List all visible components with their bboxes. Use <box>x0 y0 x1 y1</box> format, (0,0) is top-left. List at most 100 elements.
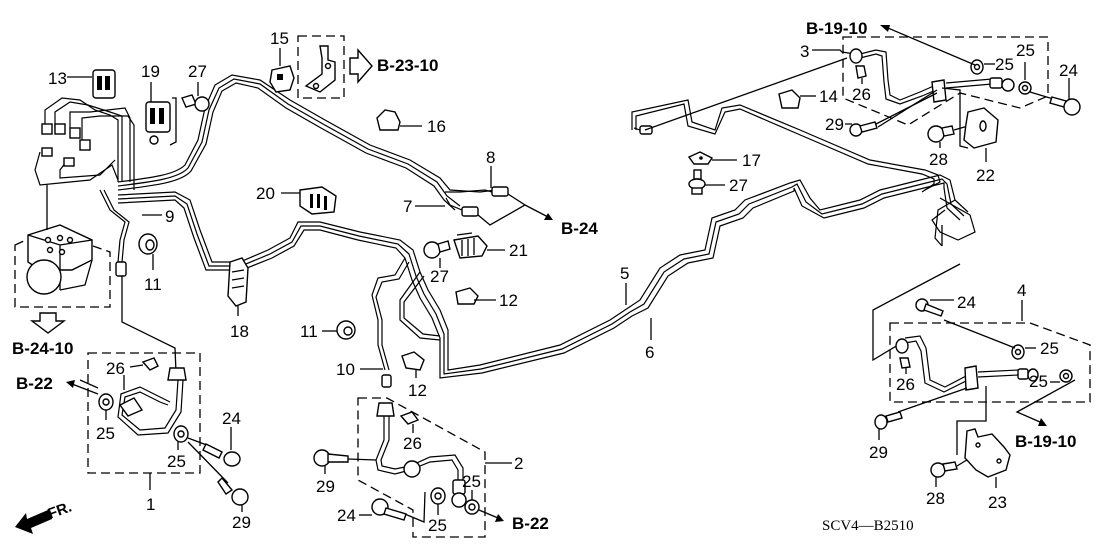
part-27-right-bolt-icon <box>688 169 725 195</box>
callout-19[interactable]: 19 <box>141 62 160 81</box>
callout-25-center-b[interactable]: 25 <box>428 516 447 535</box>
ref-b-22-center[interactable]: B-22 <box>512 514 549 533</box>
callout-9[interactable]: 9 <box>165 207 174 226</box>
part-29-left-bolt-icon <box>217 476 249 512</box>
callout-3[interactable]: 3 <box>800 42 809 61</box>
callout-26-top-right[interactable]: 26 <box>852 85 871 104</box>
callout-7[interactable]: 7 <box>403 197 412 216</box>
callout-25-right-a[interactable]: 25 <box>1040 339 1059 358</box>
callout-25-left-b[interactable]: 25 <box>167 452 186 471</box>
b-24-10-reference-arrow <box>29 312 67 334</box>
part-27-center-bolt-icon <box>423 240 451 268</box>
callout-24-top-right[interactable]: 24 <box>1059 61 1078 80</box>
b-22-left-arrow-icon <box>66 380 99 395</box>
callout-24-center[interactable]: 24 <box>337 506 356 525</box>
b-24-arrow-icon <box>477 193 553 226</box>
part-19-connector-icon <box>145 82 177 146</box>
callout-4[interactable]: 4 <box>1017 281 1026 300</box>
part-24-right-bolt-icon <box>915 298 954 317</box>
callout-17[interactable]: 17 <box>742 151 761 170</box>
callout-1[interactable]: 1 <box>146 495 155 514</box>
part-28-bottom-bolt-icon <box>930 457 971 487</box>
ref-b-19-10-bottom[interactable]: B-19-10 <box>1015 432 1076 451</box>
callout-27-right[interactable]: 27 <box>729 176 748 195</box>
callout-11-left[interactable]: 11 <box>144 275 162 294</box>
part-15-clip-icon <box>269 48 295 93</box>
part-11-grommet-icon <box>138 233 158 270</box>
hose-assembly-2 <box>357 397 512 538</box>
hose-assembly-3 <box>644 25 1061 149</box>
callout-27-center[interactable]: 27 <box>430 267 449 286</box>
callout-29-top-right[interactable]: 29 <box>825 115 844 134</box>
callout-18[interactable]: 18 <box>230 322 249 341</box>
diagram-code: SCV4—B2510 <box>822 518 914 534</box>
callout-2[interactable]: 2 <box>514 454 523 473</box>
part-12-lower-clip-icon <box>401 351 425 378</box>
part-24-center-bolt-icon <box>359 498 407 521</box>
callout-8[interactable]: 8 <box>486 148 495 167</box>
callout-25-left-a[interactable]: 25 <box>96 424 115 443</box>
callout-15[interactable]: 15 <box>270 29 289 48</box>
callout-26-left[interactable]: 26 <box>106 359 125 378</box>
callout-20[interactable]: 20 <box>256 184 275 203</box>
callout-29-center[interactable]: 29 <box>316 477 335 496</box>
callout-6[interactable]: 6 <box>645 343 654 362</box>
callout-23[interactable]: 23 <box>988 493 1007 512</box>
part-11-center-grommet-icon <box>322 320 356 340</box>
abs-modulator-unit <box>14 185 111 308</box>
hose-assembly-1 <box>79 352 229 490</box>
ref-b-22-left[interactable]: B-22 <box>16 374 53 393</box>
part-14-clip-icon <box>778 89 816 109</box>
front-indicator-label: FR. <box>46 499 75 523</box>
part-29-top-right-bolt-icon <box>845 92 938 137</box>
callout-28-top[interactable]: 28 <box>929 150 948 169</box>
callout-11-center[interactable]: 11 <box>300 322 318 341</box>
ref-b-23-10[interactable]: B-23-10 <box>377 56 438 75</box>
part-22-bracket-icon <box>963 107 999 162</box>
callout-12-lower[interactable]: 12 <box>408 381 427 400</box>
callout-25-center-a[interactable]: 25 <box>462 472 481 491</box>
callout-29-bottom-right[interactable]: 29 <box>869 443 888 462</box>
callout-10[interactable]: 10 <box>336 360 355 379</box>
front-direction-arrow-icon <box>15 510 52 534</box>
callout-22[interactable]: 22 <box>976 166 995 185</box>
part-12-upper-clip-icon <box>455 287 496 305</box>
callout-25-top-a[interactable]: 25 <box>995 55 1014 74</box>
callout-24-right[interactable]: 24 <box>957 293 976 312</box>
callout-28-bottom[interactable]: 28 <box>926 489 945 508</box>
part-23-bracket-icon <box>964 428 1011 488</box>
callout-29-left[interactable]: 29 <box>232 513 251 532</box>
abs-modulator-pipes <box>34 97 177 373</box>
callout-16[interactable]: 16 <box>427 117 446 136</box>
callout-14[interactable]: 14 <box>819 87 838 106</box>
part-27-bolt-icon <box>181 82 210 112</box>
callout-13[interactable]: 13 <box>48 69 67 88</box>
callout-12-upper[interactable]: 12 <box>499 291 518 310</box>
part-29-bottom-right-bolt-icon <box>874 411 903 440</box>
b-22-center-arrow-icon <box>478 509 504 522</box>
ref-b-24[interactable]: B-24 <box>561 219 598 238</box>
part-28-top-bolt-icon <box>927 125 969 148</box>
part-24-left-bolt-icon <box>202 427 241 467</box>
part-13-connector-icon <box>67 69 116 99</box>
callout-27-top[interactable]: 27 <box>188 62 207 81</box>
callout-25-top-b[interactable]: 25 <box>1016 41 1035 60</box>
ref-b-24-10[interactable]: B-24-10 <box>12 339 73 358</box>
callout-26-bottom-right[interactable]: 26 <box>896 375 915 394</box>
callout-26-center[interactable]: 26 <box>403 434 422 453</box>
part-18-clamp-icon <box>227 257 249 316</box>
hose-assembly-4 <box>872 225 1091 455</box>
callout-25-right-b[interactable]: 25 <box>1029 372 1048 391</box>
bracket-b-23-10-dashed-box <box>297 35 373 99</box>
part-20-clamp-icon <box>281 186 337 215</box>
part-17-clip-icon <box>687 151 737 165</box>
callout-24-left[interactable]: 24 <box>222 409 241 428</box>
part-29-center-bolt-icon <box>313 449 377 474</box>
part-21-clip-icon <box>453 232 505 259</box>
part-16-clip-icon <box>376 109 422 131</box>
callout-5[interactable]: 5 <box>620 264 629 283</box>
callout-21[interactable]: 21 <box>509 241 528 260</box>
part-24-top-right-bolt-icon <box>1049 78 1081 116</box>
ref-b-19-10-top[interactable]: B-19-10 <box>806 19 867 38</box>
